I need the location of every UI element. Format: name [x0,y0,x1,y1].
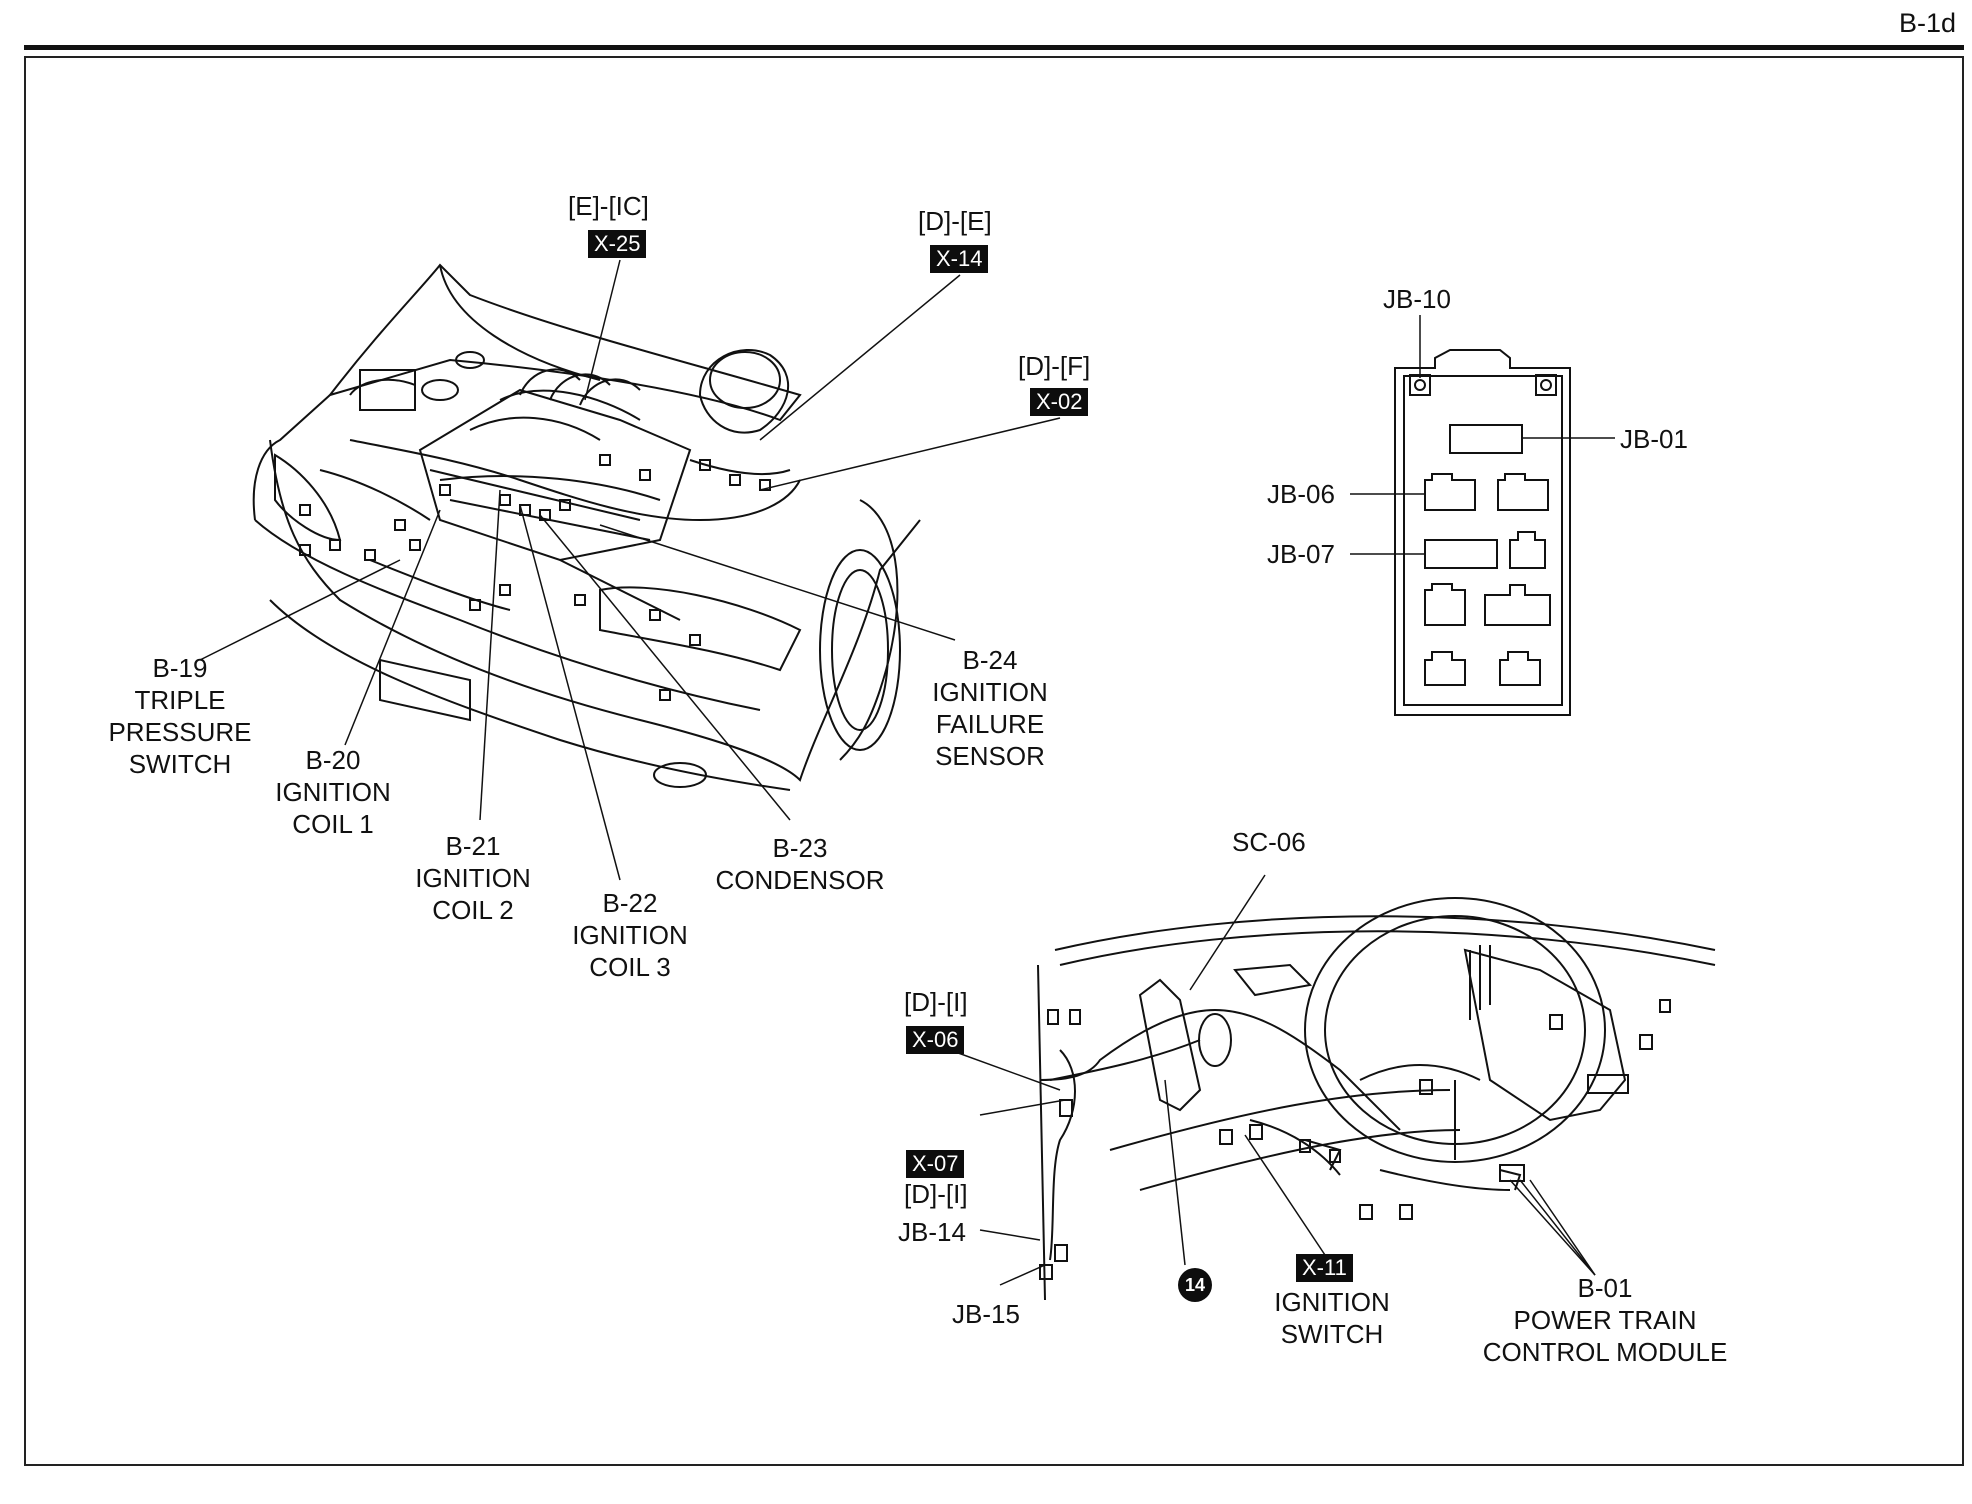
junction-box-outline [1394,349,1571,716]
diagram-frame [24,56,1964,1466]
dash-lower-edge [1109,1089,1451,1151]
x11-tag: X-11 [1296,1254,1353,1282]
car-body-outline [269,439,921,782]
sc06-label: SC-06 [1232,827,1306,857]
x25-connector-code: [E]-[IC] [568,191,649,221]
wiring-harness [349,439,801,522]
jb15-label: JB-15 [952,1299,1020,1329]
x06-connector-code: [D]-[I] [904,987,968,1017]
engine-leader-lines [199,259,1061,881]
heater-unit [1463,948,1627,1122]
jb06-label: JB-06 [1267,479,1335,509]
hood-outline [327,263,802,422]
steering-wheel [1304,897,1606,1163]
battery [359,369,416,411]
x02-tag: X-02 [1030,388,1089,416]
dash-harness [1039,1008,1401,1131]
jb10-label: JB-10 [1383,284,1451,314]
jb06-slot [1424,473,1476,511]
x06-tag: X-06 [906,1026,965,1054]
jb01-slot [1449,424,1523,454]
circuit-14-badge: 14 [1178,1268,1212,1302]
x14-tag: X-14 [930,245,989,273]
wheel [819,549,901,751]
a-pillar [1037,964,1046,1301]
center-console [1138,978,1202,1112]
engine-block [418,388,692,562]
x07-tag: X-07 [906,1150,965,1178]
jb14-label: JB-14 [898,1217,966,1247]
bumper-outline [269,599,791,791]
x25-tag: X-25 [588,230,647,258]
header-rule [24,45,1964,50]
junction-box-leader-lines [1350,315,1615,555]
dashboard-illustration [1037,897,1716,1301]
engine-compartment-illustration [252,263,921,791]
jb07-slot [1424,539,1498,569]
air-cleaner [698,349,789,434]
jb01-label: JB-01 [1620,424,1688,454]
x14-connector-code: [D]-[E] [918,206,992,236]
x02-connector-code: [D]-[F] [1018,351,1091,381]
x07-connector-code: [D]-[I] [904,1179,968,1209]
jb07-label: JB-07 [1267,539,1335,569]
page-code: B-1d [1898,8,1956,38]
headlight [599,586,802,672]
dashboard-leader-lines [949,874,1596,1286]
junction-box-illustration [1394,349,1571,716]
